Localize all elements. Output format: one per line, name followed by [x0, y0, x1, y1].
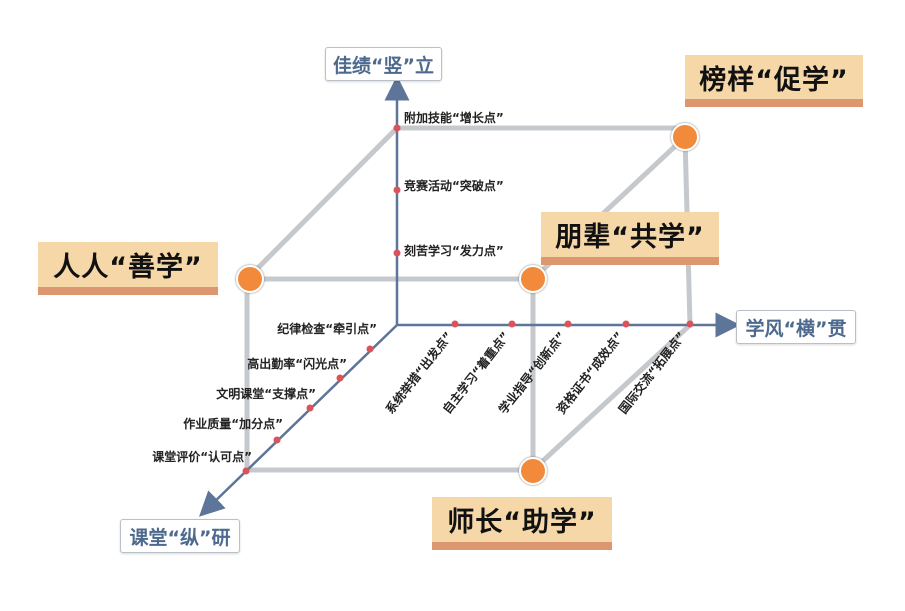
- tag-teachers: 师长“助学”: [432, 497, 612, 550]
- dot: [242, 467, 250, 475]
- axes: [199, 75, 741, 517]
- dot: [393, 186, 401, 194]
- horizontal-axis-label: 学风“横”贯: [736, 310, 856, 344]
- point-label: 文明课堂“支撑点”: [216, 386, 316, 401]
- dot: [393, 124, 401, 132]
- vertical-axis-label: 佳绩“竖”立: [325, 47, 442, 81]
- edge: [245, 126, 399, 281]
- axis-dots: [242, 124, 694, 475]
- point-label: 纪律检查“牵引点”: [277, 321, 377, 336]
- dot: [393, 249, 401, 257]
- tag-peers: 朋辈“共学”: [541, 212, 719, 265]
- node-front-bottom-right: [519, 457, 547, 485]
- dot: [366, 345, 374, 353]
- dot: [508, 320, 516, 328]
- point-label: 刻苦学习“发力点”: [404, 243, 504, 258]
- corner-nodes: [236, 123, 699, 485]
- point-label: 国际交流“拓展点”: [615, 329, 688, 417]
- tag-everyone: 人人“善学”: [38, 242, 218, 295]
- point-label: 竞赛活动“突破点”: [404, 178, 504, 193]
- dot: [564, 320, 572, 328]
- point-label: 课堂评价“认可点”: [152, 449, 252, 464]
- dot: [273, 436, 281, 444]
- point-label: 高出勤率“闪光点”: [247, 356, 347, 371]
- depth-point-labels: 纪律检查“牵引点” 高出勤率“闪光点” 文明课堂“支撑点” 作业质量“加分点” …: [152, 321, 377, 464]
- point-label: 作业质量“加分点”: [183, 416, 283, 431]
- node-back-top-right: [671, 123, 699, 151]
- dot: [451, 320, 459, 328]
- point-label: 附加技能“增长点”: [404, 110, 504, 125]
- dot: [336, 374, 344, 382]
- node-front-top-right: [519, 265, 547, 293]
- dot: [622, 320, 630, 328]
- vertical-point-labels: 附加技能“增长点” 竞赛活动“突破点” 刻苦学习“发力点”: [404, 110, 504, 258]
- node-front-top-left: [236, 265, 264, 293]
- depth-axis: [199, 324, 398, 517]
- dot: [686, 320, 694, 328]
- edge: [531, 323, 692, 472]
- depth-axis-label: 课堂“纵”研: [120, 519, 240, 553]
- tag-role-model: 榜样“促学”: [685, 55, 863, 107]
- dot: [306, 404, 314, 412]
